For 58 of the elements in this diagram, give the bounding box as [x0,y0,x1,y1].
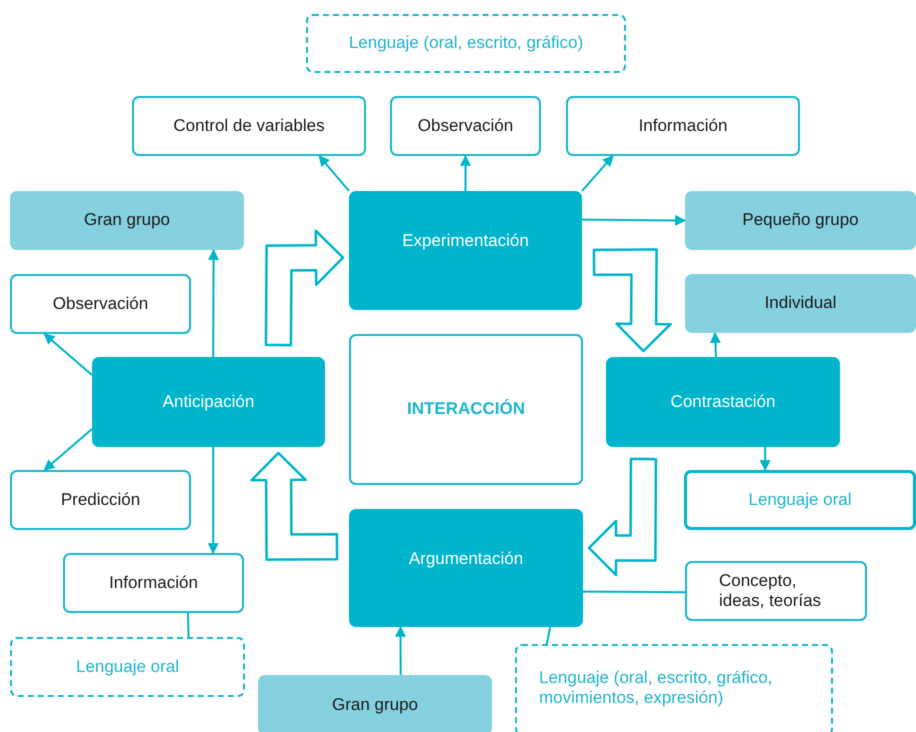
group-box [258,675,492,732]
node-label: Control de variables [173,116,325,136]
arrow [208,248,220,357]
node-label: Gran grupo [84,210,170,231]
node-label: Lenguaje oral [748,490,852,510]
arrow [44,333,93,376]
stage-box [349,509,583,627]
group-box [685,191,916,250]
node-label: Argumentación [408,549,524,570]
arrow [395,626,406,675]
node-label: Pequeño grupo [742,210,859,231]
arrow [44,428,93,471]
connector-line [546,626,552,644]
node-label: Concepto, ideas, teorías [719,570,822,612]
arrow [318,155,350,192]
block-arrow [264,230,344,346]
group-box [685,274,916,333]
node-label: Información [638,116,728,136]
node-label: Observación [52,294,148,314]
stage-box [606,357,840,447]
concept-box [390,96,541,156]
connector-line [583,590,685,594]
block-arrow [588,458,658,576]
node-label: Contrastación [670,392,776,412]
node-label: Anticipación [162,392,254,412]
arrow [760,447,771,472]
stage-box [92,357,325,447]
arrow [460,154,471,191]
block-arrow [592,248,672,352]
concept-box [10,274,191,334]
node-label: Lenguaje (oral, escrito, gráfico, movimientos, expresión) [539,668,774,709]
note-box [10,637,245,697]
note-box [515,644,833,732]
concept-box [566,96,800,156]
arrow [208,447,219,554]
block-arrow [250,452,338,561]
node-label: Observación [418,116,514,136]
concept-box [685,561,867,621]
node-label: Información [109,572,198,594]
node-label: Individual [764,293,836,314]
note-box [306,14,626,73]
node-label: Lenguaje (oral, escrito, gráfico) [348,33,584,54]
concept-box [684,470,916,530]
node-label: Gran grupo [332,694,418,716]
arrow [581,155,614,192]
arrow [582,214,686,226]
concept-box [132,96,366,156]
node-label: INTERACCIÓN [406,399,526,420]
node-label: Experimentación [402,231,529,252]
concept-box [10,470,191,530]
node-label: Predicción [60,490,140,510]
connector-line [186,612,190,638]
stage-box [349,191,582,310]
center-box [349,334,583,485]
arrow [710,332,721,358]
group-box [10,191,244,250]
concept-box [63,553,244,613]
node-label: Lenguaje oral [76,656,180,678]
